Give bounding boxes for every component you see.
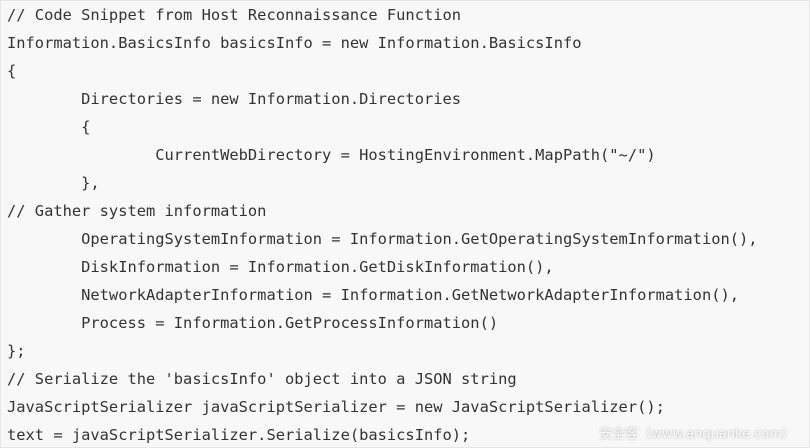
code-line-7: },: [7, 174, 100, 192]
code-line-10: DiskInformation = Information.GetDiskInf…: [7, 258, 554, 276]
watermark: 安全客（www.anquanke.com）: [599, 427, 795, 442]
code-line-6: CurrentWebDirectory = HostingEnvironment…: [7, 146, 656, 164]
code-line-14: // Serialize the 'basicsInfo' object int…: [7, 370, 517, 388]
code-line-8: // Gather system information: [7, 202, 267, 220]
code-line-15: JavaScriptSerializer javaScriptSerialize…: [7, 398, 665, 416]
code-line-9: OperatingSystemInformation = Information…: [7, 230, 758, 248]
code-line-1: // Code Snippet from Host Reconnaissance…: [7, 6, 462, 24]
code-line-2: Information.BasicsInfo basicsInfo = new …: [7, 34, 582, 52]
code-line-5: {: [7, 118, 91, 136]
code-line-16: text = javaScriptSerializer.Serialize(ba…: [7, 426, 471, 444]
code-line-4: Directories = new Information.Directorie…: [7, 90, 462, 108]
code-line-12: Process = Information.GetProcessInformat…: [7, 314, 499, 332]
code-line-13: };: [7, 342, 26, 360]
code-line-3: {: [7, 62, 17, 80]
code-line-11: NetworkAdapterInformation = Information.…: [7, 286, 740, 304]
